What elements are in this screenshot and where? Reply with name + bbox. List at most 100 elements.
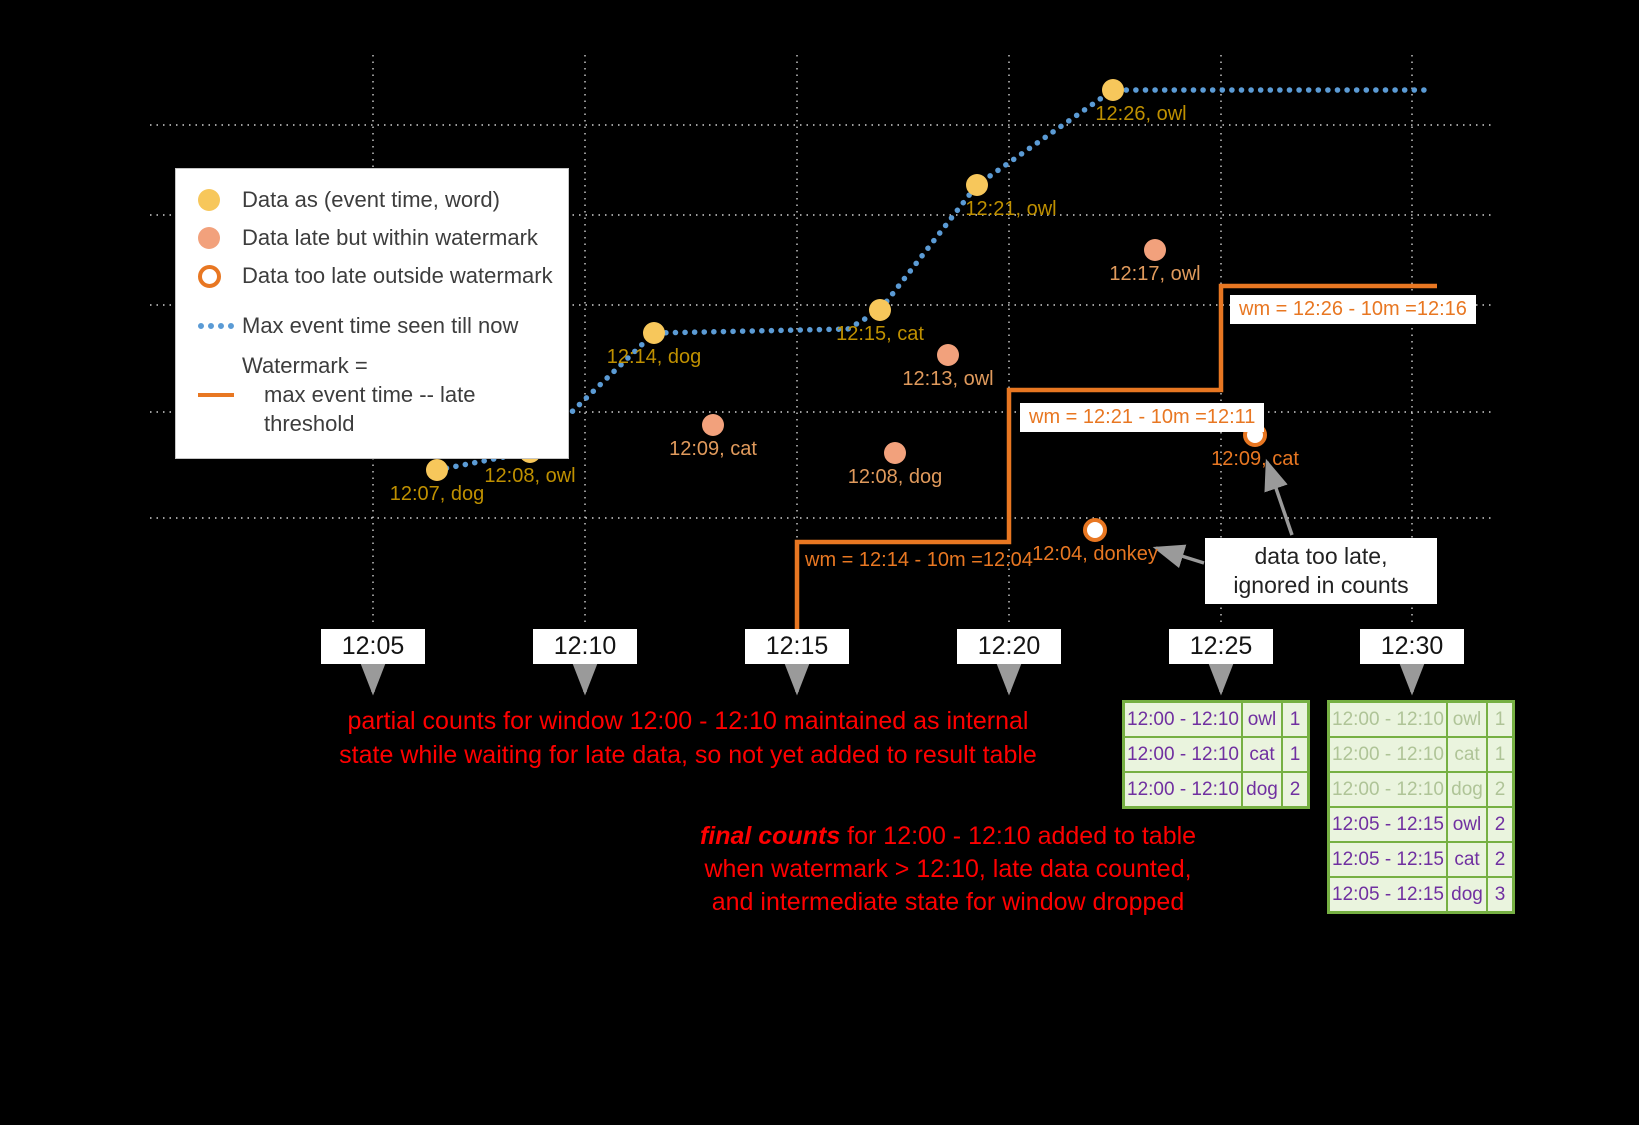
table-cell: 1	[1488, 703, 1512, 736]
too-late-callout-line2: ignored in counts	[1233, 572, 1409, 598]
table-cell: cat	[1448, 843, 1486, 876]
table-cell: dog	[1243, 773, 1281, 806]
point-label: 12:08, dog	[847, 466, 943, 488]
time-box-1215: 12:15	[745, 629, 849, 664]
too-late-dot-icon	[198, 264, 242, 288]
table-cell: owl	[1243, 703, 1281, 736]
watermark-label-2: wm = 12:21 - 10m =12:11	[1020, 403, 1265, 432]
point-dot-icon	[426, 459, 448, 481]
final-counts-emphasis: final counts	[699, 822, 841, 850]
too-late-callout-arrows	[1152, 458, 1294, 569]
table-cell: 2	[1488, 808, 1512, 841]
table-cell: 2	[1488, 773, 1512, 806]
table-cell: owl	[1448, 808, 1486, 841]
ontime-dot-icon	[198, 189, 242, 211]
table-cell: 12:00 - 12:10	[1330, 738, 1446, 771]
point-dot-icon	[1102, 79, 1124, 101]
point-dot-icon	[937, 344, 959, 366]
partial-counts-note-line1: partial counts for window 12:00 - 12:10 …	[347, 707, 1029, 735]
point-label: 12:07, dog	[389, 483, 485, 505]
table-cell: 12:00 - 12:10	[1125, 703, 1241, 736]
point-dot-icon	[966, 174, 988, 196]
table-cell: owl	[1448, 703, 1486, 736]
table-cell: 3	[1488, 878, 1512, 911]
legend: Data as (event time, word) Data late but…	[175, 168, 569, 459]
point-label: 12:15, cat	[836, 323, 924, 345]
point-dot-icon	[702, 414, 724, 436]
point-dot-icon	[643, 322, 665, 344]
too-late-callout: data too late, ignored in counts	[1205, 538, 1437, 604]
table-cell: 1	[1283, 738, 1307, 771]
legend-item-ontime: Data as (event time, word)	[176, 181, 568, 219]
point-label: 12:14, dog	[606, 346, 702, 368]
partial-counts-note: partial counts for window 12:00 - 12:10 …	[318, 704, 1058, 772]
final-counts-note-line1: final counts for 12:00 - 12:10 added to …	[699, 822, 1197, 850]
point-dot-icon	[884, 442, 906, 464]
time-box-1205: 12:05	[321, 629, 425, 664]
point-label: 12:26, owl	[1095, 103, 1187, 125]
table-cell: 12:00 - 12:10	[1330, 703, 1446, 736]
table-cell: 1	[1488, 738, 1512, 771]
table-cell: 2	[1488, 843, 1512, 876]
point-dot-icon	[1083, 518, 1107, 542]
table-cell: 12:05 - 12:15	[1330, 878, 1446, 911]
table-cell: cat	[1448, 738, 1486, 771]
final-counts-note-line2: when watermark > 12:10, late data counte…	[704, 855, 1192, 883]
too-late-callout-line1: data too late,	[1254, 543, 1388, 569]
point-label: 12:21, owl	[965, 198, 1057, 220]
watermark-label-1: wm = 12:14 - 10m =12:04	[805, 549, 1033, 571]
legend-label-line2: max event time -- late threshold	[264, 382, 476, 436]
table-cell: 12:05 - 12:15	[1330, 843, 1446, 876]
point-label: 12:08, owl	[484, 465, 576, 487]
legend-label: Data as (event time, word)	[242, 187, 500, 212]
time-box-1225: 12:25	[1169, 629, 1273, 664]
time-box-1220: 12:20	[957, 629, 1061, 664]
legend-item-late: Data late but within watermark	[176, 219, 568, 257]
final-counts-note-line3: and intermediate state for window droppe…	[711, 888, 1185, 916]
point-dot-icon	[1144, 239, 1166, 261]
time-axis-arrows	[360, 664, 1425, 696]
point-label: 12:17, owl	[1109, 263, 1201, 285]
table-cell: 12:05 - 12:15	[1330, 808, 1446, 841]
time-box-1230: 12:30	[1360, 629, 1464, 664]
solid-line-icon	[198, 392, 242, 397]
watermark-label-3: wm = 12:26 - 10m =12:16	[1230, 295, 1476, 324]
legend-item-watermark-line: Watermark = max event time -- late thres…	[176, 345, 568, 444]
point-dot-icon	[869, 299, 891, 321]
legend-label: Data late but within watermark	[242, 225, 538, 250]
table-cell: 12:00 - 12:10	[1330, 773, 1446, 806]
table-cell: 1	[1283, 703, 1307, 736]
table-cell: dog	[1448, 773, 1486, 806]
legend-label: Max event time seen till now	[242, 313, 519, 338]
legend-label: Data too late outside watermark	[242, 263, 553, 288]
late-dot-icon	[198, 227, 242, 249]
table-cell: cat	[1243, 738, 1281, 771]
dotted-line-icon	[198, 323, 242, 329]
point-label: 12:09, cat	[1211, 448, 1299, 470]
point-label: 12:09, cat	[669, 438, 757, 460]
table-cell: 12:00 - 12:10	[1125, 738, 1241, 771]
final-counts-note: final counts for 12:00 - 12:10 added to …	[693, 820, 1203, 919]
time-box-1210: 12:10	[533, 629, 637, 664]
partial-counts-note-line2: state while waiting for late data, so no…	[339, 741, 1037, 769]
table-cell: dog	[1448, 878, 1486, 911]
point-label: 12:13, owl	[902, 368, 994, 390]
point-label: 12:04, donkey	[1032, 543, 1158, 565]
legend-item-max-event-line: Max event time seen till now	[176, 307, 568, 345]
table-cell: 2	[1283, 773, 1307, 806]
legend-item-too-late: Data too late outside watermark	[176, 257, 568, 295]
watermark-line	[794, 283, 1437, 629]
